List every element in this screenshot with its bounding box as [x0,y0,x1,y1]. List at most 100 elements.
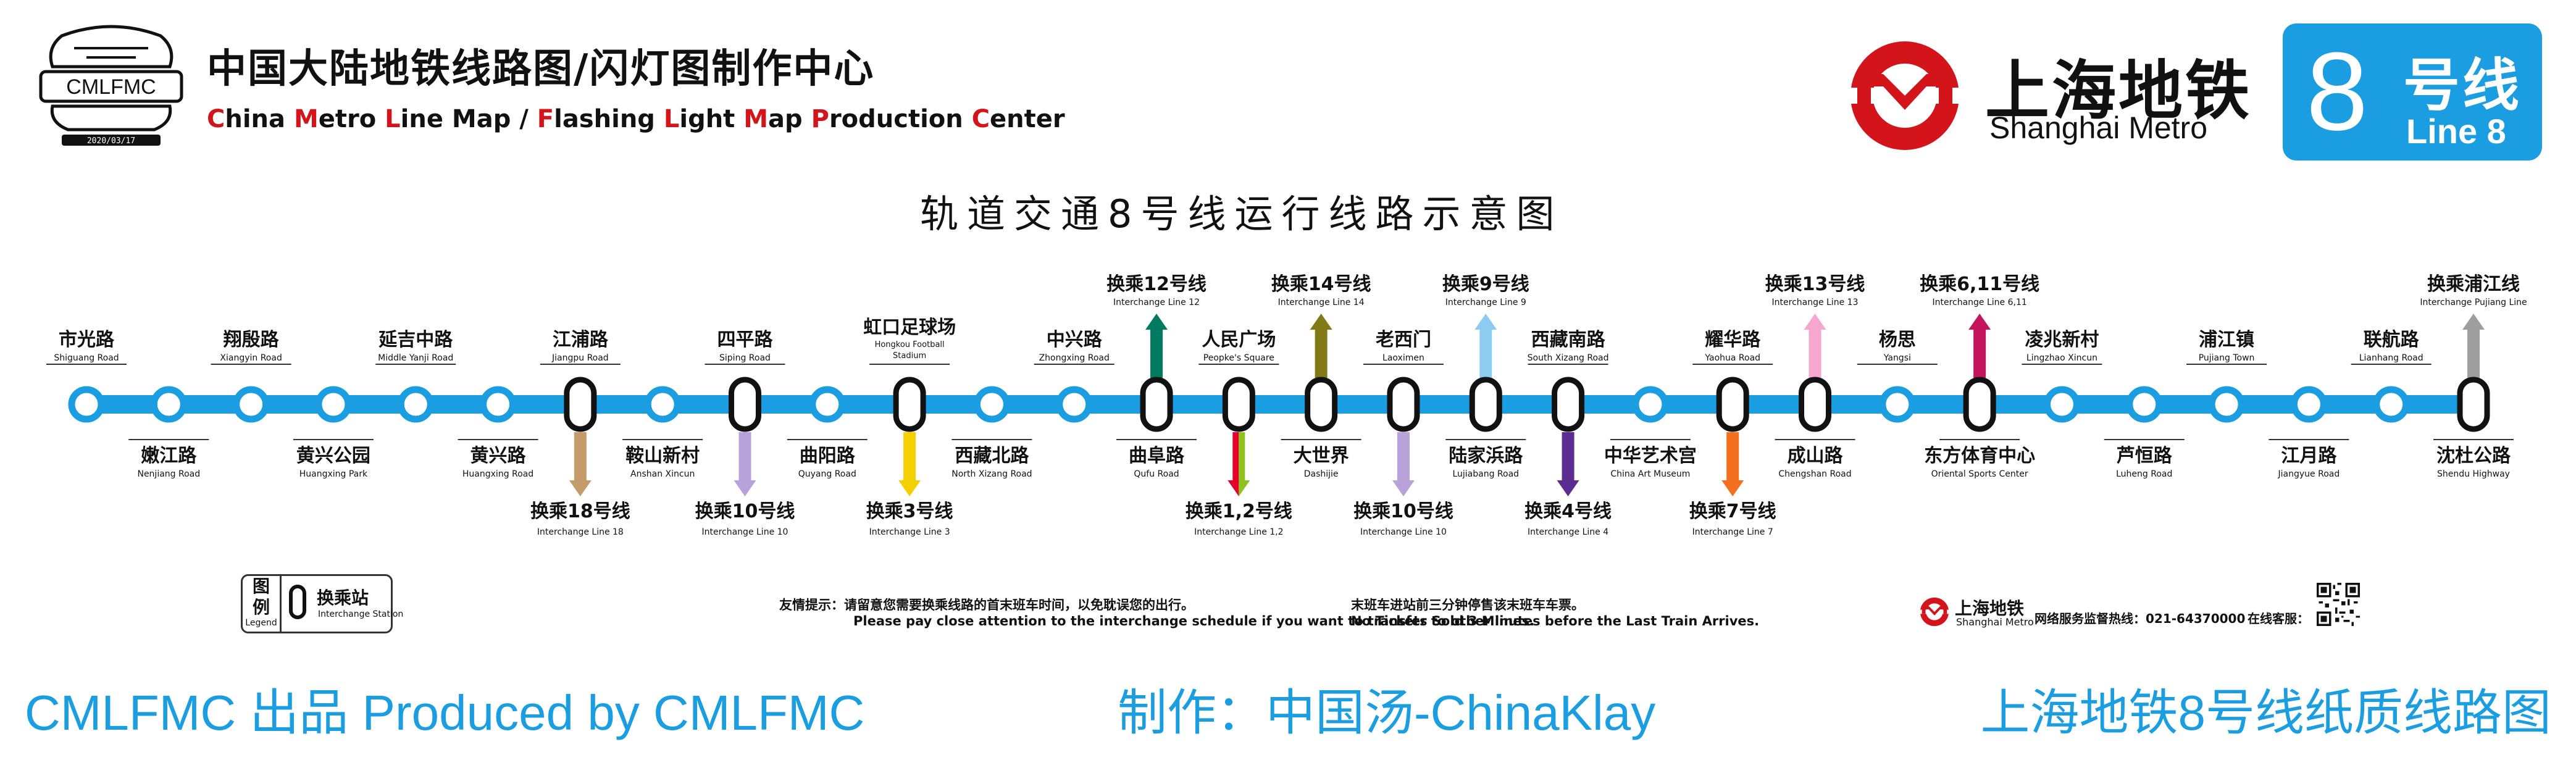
station-name-en: Huangxing Road [462,469,533,479]
transfer-arrow-shaft [1232,432,1239,483]
transfer-label-cn: 换乘6,11号线 [1920,273,2039,295]
cml-title-en-part: M [743,105,769,133]
station-name-en: Yangsi [1883,353,1911,363]
transfer-arrow-shaft [2467,327,2480,378]
transfer-arrow-shaft [1479,327,1492,378]
station-name-cn: 浦江镇 [2199,329,2254,351]
interchange-station-marker [1552,377,1585,432]
line-number: 8 [2306,30,2369,154]
station-marker [2290,386,2327,423]
station-name-cn: 嫩江路 [141,445,197,467]
cml-title-en: China Metro Line Map / Flashing Light Ma… [207,105,1065,133]
transfer-arrow-shaft [574,432,587,483]
station-name-en: Jiangyue Road [2278,469,2340,479]
station-name-cn: 陆家浜路 [1449,445,1523,467]
transfer-arrow-head [569,480,592,496]
cml-title-en-part: C [971,105,990,133]
transfer-arrow-shaft [1397,432,1410,483]
interchange-station-marker [1222,377,1255,432]
legend-tag-en: Legend [245,618,277,628]
transfer-label-en: Interchange Line 12 [1113,298,1200,307]
interchange-station-marker [1140,377,1173,432]
station-name-cn: 曲阜路 [1129,445,1185,467]
station-name-cn: 西藏北路 [955,445,1029,467]
cmlfmc-logo-date: 2020/03/17 [87,136,135,146]
transfer-label-en: Interchange Pujiang Line [2420,298,2527,307]
notice-cn-1: 友情提示：请留意您需要换乘线路的首末班车时间，以免耽误您的出行。 [779,598,1194,612]
interchange-station-marker [893,377,926,432]
station-marker [1632,386,1669,423]
station-name-cn: 联航路 [2364,329,2420,351]
station-name-cn: 耀华路 [1705,329,1761,351]
cml-title-en-part: ap [768,105,811,133]
transfer-label-cn: 换乘10号线 [695,501,795,522]
transfer-label-en: Interchange Line 18 [537,527,624,537]
transfer-arrow-shaft [1809,327,1821,378]
station-name-cn: 老西门 [1376,329,1431,351]
station-name-cn: 鞍山新村 [625,445,700,467]
transfer-label-en: Interchange Line 7 [1692,527,1773,537]
station-name-cn: 虹口足球场 [863,317,956,338]
interchange-station-marker [1799,377,1832,432]
station-name-cn: 大世界 [1294,445,1349,467]
station-marker [233,386,270,423]
station-name-en: Stadium [893,351,926,361]
diagram-title: 轨道交通8号线运行线路示意图 [920,191,1563,236]
cmlfmc-logo: CMLFMC 2020/03/17 [39,25,183,146]
line-label-en: Line 8 [2406,112,2506,151]
station-name-cn: 芦恒路 [2117,445,2173,467]
station-marker [2373,386,2410,423]
station-name-cn: 四平路 [717,329,773,351]
transfer-arrow-head [1239,480,1250,496]
cml-title-en-part: etro [318,105,385,133]
station-name-en: Huangxing Park [299,469,368,479]
transfer-label-cn: 换乘7号线 [1689,501,1776,522]
qr-code-icon[interactable] [2317,583,2360,626]
station-name-cn: 市光路 [59,329,115,351]
cml-title-en-part: L [663,105,680,133]
transfer-arrow-shaft [738,432,751,483]
transfer-label-en: Interchange Line 10 [701,527,788,537]
interchange-station-marker [1305,377,1338,432]
transfer-arrow-shaft [903,432,916,483]
transfer-arrow-head [898,480,921,496]
station-name-en: Shendu Highway [2437,469,2510,479]
station-name-en: Siping Road [719,353,771,363]
station-name-cn: 成山路 [1788,445,1844,467]
station-name-cn: 曲阳路 [800,445,856,467]
transfer-label-en: Interchange Line 10 [1360,527,1447,537]
metro-name-cn: 上海地铁 [1985,53,2252,128]
station-name-en: Xiangyin Road [220,353,282,363]
cml-title-en-part: ine Map / [400,105,537,133]
transfer-label-en: Interchange Line 3 [869,527,950,537]
station-marker [397,386,434,423]
cml-title-en-part: lashing [554,105,664,133]
cmlfmc-logo-text: CMLFMC [66,75,156,99]
station-name-en: Lingzhao Xincun [2026,353,2097,363]
station-name-en: Shiguang Road [54,353,119,363]
station-marker [1879,386,1916,423]
legend-interchange-en: Interchange Station [318,609,404,619]
station-name-cn: 黄兴路 [470,445,527,467]
transfer-label-en: Interchange Line 9 [1445,298,1526,307]
station-name-en: Chengshan Road [1778,469,1851,479]
interchange-station-marker [564,377,597,432]
transfer-label-cn: 换乘9号线 [1442,273,1529,295]
cml-title-en-part: C [207,105,225,133]
transfer-label-cn: 换乘10号线 [1353,501,1453,522]
metro-name-en: Shanghai Metro [1989,111,2208,145]
online-service-label: 在线客服： [2248,611,2309,626]
station-name-cn: 人民广场 [1202,329,1276,351]
cml-title-cn: 中国大陆地铁线路图/闪灯图制作中心 [207,46,875,92]
station-name-en: Anshan Xincun [630,469,695,479]
station-name-en: Zhongxing Road [1039,353,1110,363]
cml-title-en-part: L [385,105,401,133]
station-marker [2043,386,2080,423]
credit-left: CMLFMC 出品 Produced by CMLFMC [25,685,865,740]
transfer-arrow-head [1474,314,1497,330]
transfer-label-cn: 换乘3号线 [866,501,953,522]
station-name-en: Pujiang Town [2199,353,2255,363]
transfer-arrow-shaft [1562,432,1574,483]
interchange-station-marker [1963,377,1996,432]
